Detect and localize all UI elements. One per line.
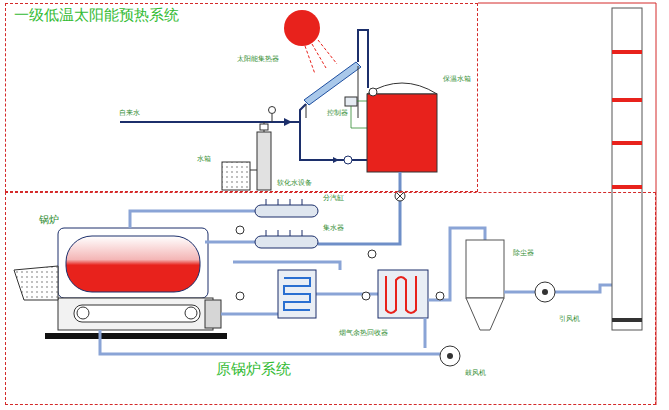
part-label: 鼓风机: [464, 370, 487, 378]
illustration-part: [236, 292, 244, 300]
illustration-part: [14, 266, 58, 300]
illustration-part: [312, 44, 326, 68]
illustration-part: [612, 98, 642, 102]
illustration-part: [305, 46, 315, 74]
illustration-part: [612, 185, 642, 189]
illustration-part: [45, 333, 227, 339]
illustration-part: [369, 88, 377, 96]
part-label: 软化水设备: [276, 180, 313, 188]
illustration-part: [333, 157, 339, 163]
illustration-part: [447, 353, 453, 359]
illustration-part: [257, 132, 271, 190]
illustration-part: [100, 318, 440, 354]
illustration-part: [362, 292, 370, 300]
region-title: 原锅炉系统: [216, 361, 291, 378]
illustration-part: [318, 172, 400, 244]
region-title: 一级低温太阳能预热系统: [14, 7, 179, 24]
illustration-part: [284, 10, 320, 46]
illustration-part: [478, 3, 656, 4]
illustration-part: [74, 305, 200, 322]
system-region: 原锅炉系统: [5, 192, 656, 405]
illustration-part: [358, 66, 359, 118]
illustration-part: [612, 141, 642, 145]
illustration-part: [272, 114, 273, 122]
illustration-part: [284, 278, 310, 310]
illustration-part: [284, 118, 292, 126]
illustration-part: [612, 318, 642, 322]
illustration-part: [436, 292, 444, 300]
part-label: 控制器: [326, 110, 349, 118]
part-label: 集水器: [322, 225, 345, 233]
illustration-part: [269, 107, 276, 114]
illustration-part: [367, 94, 437, 172]
illustration-part: [344, 156, 352, 164]
illustration-part: [278, 270, 316, 318]
part-label: 锅炉: [38, 214, 60, 225]
illustration-part: [300, 104, 370, 160]
part-label: 除尘器: [512, 250, 535, 258]
illustration-part: [440, 346, 460, 366]
part-label: 烟气余热回收器: [338, 330, 389, 338]
part-label: 自来水: [118, 110, 141, 118]
illustration-part: [255, 236, 318, 248]
illustration-part: [612, 50, 642, 54]
illustration-part: [318, 40, 337, 64]
system-region: 一级低温太阳能预热系统: [5, 3, 478, 192]
part-label: 分汽缸: [322, 195, 345, 203]
illustration-part: [222, 162, 250, 190]
illustration-part: [367, 83, 437, 94]
part-label: 引风机: [558, 316, 581, 324]
illustration-part: [504, 285, 612, 292]
illustration-part: [66, 236, 200, 292]
illustration-part: [58, 298, 213, 330]
part-label: 水箱: [196, 156, 212, 164]
illustration-part: [255, 205, 318, 217]
illustration-part: [58, 228, 208, 298]
illustration-part: [466, 240, 504, 298]
illustration-part: [205, 300, 221, 328]
part-label: 保温水箱: [442, 76, 472, 84]
illustration-part: [396, 192, 404, 200]
illustration-part: [304, 62, 361, 105]
illustration-part: [612, 8, 642, 330]
illustration-part: [130, 211, 255, 242]
part-label: 太阳能集热器: [236, 56, 280, 64]
illustration-part: [77, 307, 89, 319]
illustration-part: [345, 97, 357, 106]
illustration-part: [260, 124, 268, 130]
illustration-part: [386, 276, 416, 313]
illustration-part: [358, 30, 368, 88]
illustration-part: [236, 226, 244, 234]
illustration-part: [120, 121, 300, 123]
illustration-part: [542, 289, 548, 295]
illustration-part: [306, 104, 307, 118]
illustration-part: [378, 270, 428, 318]
illustration-part: [466, 298, 504, 330]
illustration-part: [185, 307, 197, 319]
illustration-part: [368, 250, 376, 258]
illustration-part: [266, 199, 302, 236]
illustration-part: [535, 282, 555, 302]
